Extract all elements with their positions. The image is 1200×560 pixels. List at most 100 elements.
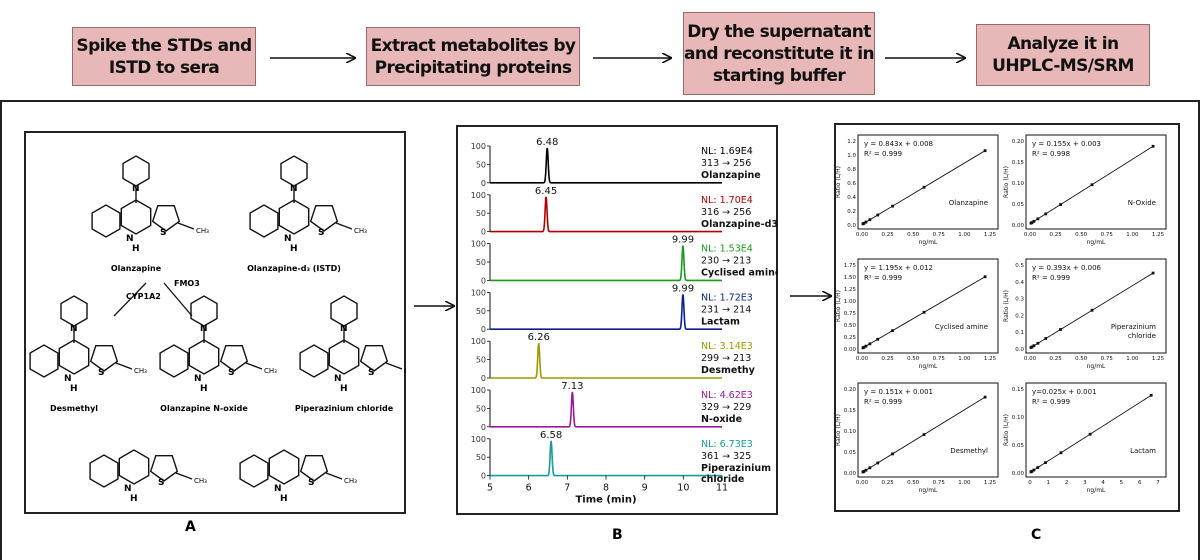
analyte-label: chloride — [1128, 332, 1156, 340]
piperazine-ring — [190, 295, 218, 327]
x-tick-label: 0.50 — [1075, 356, 1088, 362]
data-point — [1090, 183, 1094, 187]
x-tick-label: 1.00 — [1126, 356, 1139, 362]
compound-label: Desmethy — [701, 365, 756, 376]
x-axis-label: ng/mL — [1087, 363, 1106, 370]
step-extract: Extract metabolites by Precipitating pro… — [366, 27, 580, 86]
data-point — [862, 469, 866, 473]
methyl-bond — [177, 222, 195, 230]
y-tick-label: 0.3 — [1015, 297, 1024, 303]
y-tick-label: 50 — [476, 453, 486, 462]
atom-h: H — [200, 384, 208, 394]
methyl-bond — [335, 222, 353, 230]
r2-label: R² = 0.999 — [1032, 274, 1070, 282]
y-tick-label: 0.4 — [1015, 280, 1024, 286]
atom-nh: N — [274, 484, 282, 494]
trace-line — [490, 391, 722, 428]
y-axis-label: Ratio (L/H) — [835, 166, 842, 198]
thiophene-ring — [309, 205, 339, 232]
x-tick-label: 0.75 — [1101, 356, 1114, 362]
atom-h: H — [130, 494, 138, 504]
benzene-ring — [91, 204, 121, 238]
compound-label: Olanzapine — [701, 170, 761, 181]
analyte-label: Desmethyl — [950, 447, 988, 455]
y-tick-label: 0 — [481, 276, 486, 285]
transition-label: 316 → 256 — [701, 207, 751, 218]
x-tick-label: 0.50 — [1075, 232, 1088, 238]
x-tick-label: 0.25 — [881, 356, 894, 362]
y-tick-label: 100 — [471, 240, 486, 249]
diazepine-ring — [268, 449, 300, 485]
y-tick-label: 0.20 — [1012, 139, 1025, 145]
data-point — [1090, 308, 1094, 312]
compound-label: Cyclised amine — [701, 268, 778, 279]
y-tick-label: 0.00 — [1012, 223, 1025, 229]
equation-label: y = 1.195x + 0.012 — [864, 264, 933, 272]
y-tick-label: 0.5 — [1015, 263, 1024, 269]
atom-s: S — [98, 368, 104, 378]
y-tick-label: 100 — [471, 288, 486, 297]
r2-label: R² = 0.999 — [1032, 398, 1070, 406]
x-tick-label: 0.75 — [1101, 232, 1114, 238]
x-tick-label: 8 — [603, 483, 609, 494]
atom-nh: N — [64, 374, 72, 384]
atom-nh: N — [334, 374, 342, 384]
equation-label: y = 0.155x + 0.003 — [1032, 140, 1101, 148]
x-tick-label: 0.25 — [881, 480, 894, 486]
data-point — [1030, 469, 1034, 473]
y-axis-label: Ratio (L/H) — [1003, 290, 1010, 322]
atom-s: S — [318, 228, 324, 238]
methyl-label: CH₃ — [264, 367, 277, 375]
piperazine-ring — [280, 155, 308, 187]
panel-c-frame — [834, 123, 1180, 512]
x-tick-label: 0.00 — [1024, 356, 1037, 362]
equation-label: y = 0.393x + 0.006 — [1032, 264, 1102, 272]
y-tick-label: 0.0 — [847, 223, 856, 229]
y-tick-label: 50 — [476, 307, 486, 316]
thiophene-ring — [219, 345, 249, 372]
atom-h: H — [280, 494, 288, 504]
peak-label: 6.26 — [528, 332, 550, 343]
y-axis-label: Ratio (L/H) — [1003, 166, 1010, 198]
x-axis-label: ng/mL — [919, 487, 938, 494]
y-tick-label: 0.10 — [844, 429, 857, 435]
piperazine-ring — [330, 295, 358, 327]
x-tick-label: 7 — [564, 483, 570, 494]
compound-label: Piperazinium — [701, 463, 771, 474]
y-tick-label: 0.50 — [844, 323, 857, 329]
y-tick-label: 100 — [471, 435, 486, 444]
data-point — [864, 468, 868, 472]
peak-label: 9.99 — [672, 235, 694, 246]
analyte-label: N-Oxide — [1128, 199, 1156, 207]
plot-box — [1025, 258, 1167, 354]
benzene-ring — [29, 344, 59, 378]
trace-line — [490, 196, 722, 233]
data-point — [1036, 466, 1040, 469]
data-point — [1036, 217, 1040, 221]
y-tick-label: 50 — [476, 160, 486, 169]
nl-label: NL: 1.53E4 — [701, 244, 753, 255]
methyl-bond — [115, 362, 133, 370]
atom-n: N — [132, 184, 140, 194]
x-tick-label: 1.25 — [1152, 356, 1165, 362]
x-tick-label: 1 — [1047, 480, 1051, 486]
x-axis-label: ng/mL — [919, 363, 938, 370]
panel-a-letter: A — [185, 519, 196, 535]
atom-n: N — [70, 324, 78, 334]
benzene-ring — [89, 454, 119, 488]
atom-n: N — [290, 184, 298, 194]
x-tick-label: 6 — [526, 483, 532, 494]
x-tick-label: 9 — [642, 483, 648, 494]
y-tick-label: 0.75 — [844, 311, 857, 317]
data-point — [868, 342, 872, 346]
